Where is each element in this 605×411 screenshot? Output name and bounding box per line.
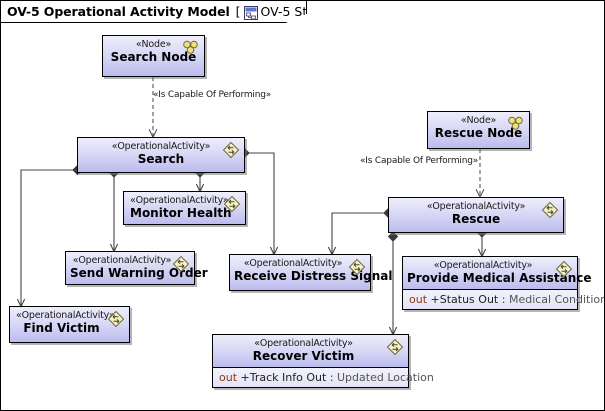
activity-header: «OperationalActivity» Provide Medical As… [403, 257, 592, 290]
activity-provide-medical-assistance[interactable]: «OperationalActivity» Provide Medical As… [402, 256, 604, 310]
property-row[interactable]: out +Status Out : Medical Condition [403, 290, 604, 309]
node-name: Rescue Node [434, 126, 523, 140]
node-header: «Node» Rescue Node [428, 112, 529, 148]
bracket-close: ] [362, 4, 368, 19]
activity-header: «OperationalActivity» Search [78, 138, 244, 172]
activity-stereotype: «OperationalActivity» [433, 260, 533, 271]
property-name: +Status Out [430, 293, 499, 306]
property-name: +Track Info Out [240, 371, 327, 384]
edge-label-is-capable-of-performing-left: «Is Capable Of Performing» [153, 90, 272, 100]
activity-name: Monitor Health [130, 206, 232, 220]
property-direction: out [409, 293, 428, 306]
node-stereotype: «Node» [460, 115, 497, 126]
activity-icon [107, 310, 125, 328]
activity-rescue[interactable]: «OperationalActivity» Rescue [388, 197, 564, 233]
activity-icon [386, 338, 404, 356]
activity-send-warning-order[interactable]: «OperationalActivity» Send Warning Order [65, 251, 208, 285]
bracket-open: [ [235, 4, 241, 19]
property-type: Medical Condition [508, 293, 605, 306]
edge-label-is-capable-of-performing-right: «Is Capable Of Performing» [360, 156, 479, 166]
node-name: Search Node [110, 50, 197, 64]
activity-stereotype: «OperationalActivity» [72, 255, 172, 266]
activity-stereotype: «OperationalActivity» [254, 338, 353, 349]
activity-icon [348, 258, 366, 276]
activity-stereotype: «OperationalActivity» [243, 258, 343, 269]
activity-header: «OperationalActivity» Rescue [389, 198, 563, 232]
diagram-kind-label: OV-5 Structural [260, 4, 357, 19]
activity-monitor-health[interactable]: «OperationalActivity» Monitor Health [123, 191, 246, 225]
edge-rescue-to-receive-distress-signal [332, 207, 394, 255]
property-row[interactable]: out +Track Info Out : Updated Location [213, 368, 434, 387]
edge-search-to-send-warning-order [108, 167, 120, 251]
edge-rescue-to-recover-victim [387, 231, 399, 334]
node-rescue-node[interactable]: «Node» Rescue Node [427, 111, 530, 149]
activity-name: Receive Distress Signal [234, 269, 393, 283]
activity-find-victim[interactable]: «OperationalActivity» Find Victim [9, 306, 130, 343]
activity-icon [172, 255, 190, 273]
activity-header: «OperationalActivity» Send Warning Order [66, 252, 208, 284]
activity-name: Search [137, 152, 185, 166]
activity-stereotype: «OperationalActivity» [426, 201, 526, 212]
activity-header: «OperationalActivity» Find Victim [10, 307, 129, 342]
node-header: «Node» Search Node [103, 36, 204, 76]
property-separator: : [329, 371, 334, 384]
activity-icon [222, 141, 240, 159]
activity-search[interactable]: «OperationalActivity» Search [77, 137, 245, 173]
page-title: OV-5 Operational Activity Model [7, 4, 230, 19]
activity-name: Rescue [451, 212, 501, 226]
activity-stereotype: «OperationalActivity» [130, 195, 229, 206]
node-icon [183, 40, 198, 54]
property-type: Updated Location [337, 371, 434, 384]
activity-header: «OperationalActivity» Recover Victim [213, 335, 408, 368]
activity-header: «OperationalActivity» Monitor Health [124, 192, 245, 224]
activity-name: Find Victim [23, 321, 100, 335]
property-separator: : [501, 293, 506, 306]
property-direction: out [219, 371, 238, 384]
node-stereotype: «Node» [135, 39, 172, 50]
activity-name: Provide Medical Assistance [407, 271, 592, 285]
node-icon [508, 116, 523, 130]
activity-icon [555, 260, 573, 278]
activity-name: Send Warning Order [70, 266, 208, 280]
diagram-frame-header: OV-5 Operational Activity Model [ OV-5 S… [1, 1, 307, 23]
node-search-node[interactable]: «Node» Search Node [102, 35, 205, 77]
activity-name: Recover Victim [252, 349, 355, 363]
activity-recover-victim[interactable]: «OperationalActivity» Recover Victim out… [212, 334, 434, 388]
activity-icon [541, 201, 559, 219]
activity-stereotype: «OperationalActivity» [16, 310, 115, 321]
activity-icon [223, 195, 241, 213]
diagram-icon [243, 5, 258, 20]
activity-receive-distress-signal[interactable]: «OperationalActivity» Receive Distress S… [229, 254, 393, 291]
activity-stereotype: «OperationalActivity» [111, 141, 211, 152]
activity-header: «OperationalActivity» Receive Distress S… [230, 255, 393, 290]
